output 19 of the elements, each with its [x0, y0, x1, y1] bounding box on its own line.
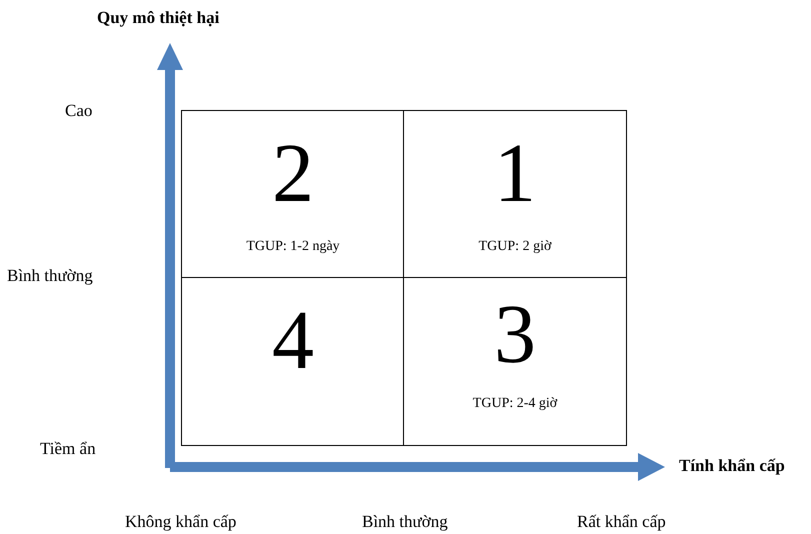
matrix-quadrant	[181, 110, 405, 279]
quadrant-number: 1	[493, 129, 537, 219]
response-time-text: TGUP: 2 giờ	[478, 239, 552, 255]
axis-tick-label: Rất khẩn cấp	[577, 512, 666, 532]
quadrant-number: 3	[493, 290, 537, 380]
axis-tick-label: Bình thường	[362, 512, 448, 532]
matrix-quadrant	[181, 277, 405, 446]
axis-title: Quy mô thiệt hại	[97, 8, 220, 28]
response-time-text: TGUP: 1-2 ngày	[245, 239, 341, 255]
matrix-quadrant	[403, 277, 627, 446]
response-time-text: TGUP: 2-4 giờ	[472, 396, 558, 412]
matrix-quadrant	[403, 110, 627, 279]
axis-tick-label: Tiềm ẩn	[40, 439, 96, 459]
quadrant-number: 2	[271, 129, 315, 219]
axis-tick-label: Bình thường	[7, 266, 93, 286]
axis-tick-label: Cao	[65, 101, 92, 121]
axis-tick-label: Không khẩn cấp	[125, 512, 236, 532]
quadrant-number: 4	[271, 296, 315, 386]
axis-title: Tính khẩn cấp	[679, 456, 785, 476]
